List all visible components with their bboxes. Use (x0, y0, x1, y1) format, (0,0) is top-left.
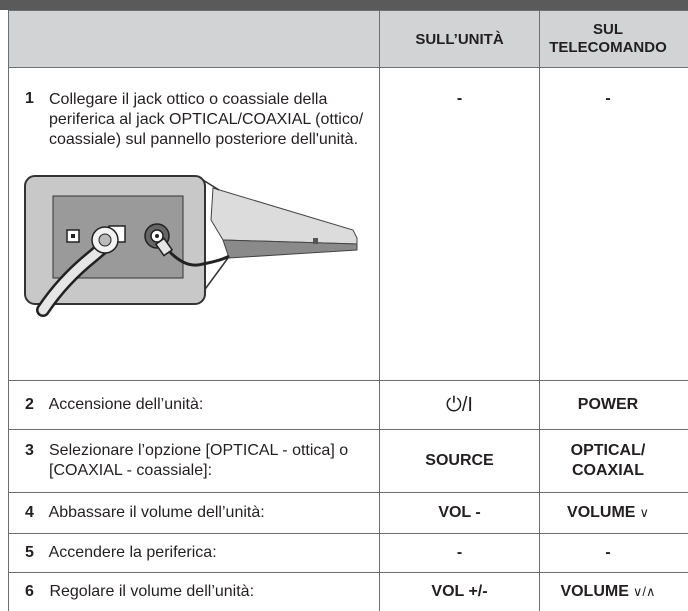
step-number: 1 (25, 90, 49, 150)
table-row: 5 Accendere la periferica: - - (9, 534, 688, 573)
volume-down-icon: ∨ (639, 505, 649, 520)
step-cell: 4 Abbassare il volume dell’unità: (9, 493, 380, 534)
table-row: 3 Selezionare l’opzione [OPTICAL - ottic… (9, 430, 688, 493)
remote-cell: - (540, 534, 688, 573)
step-number: 4 (25, 504, 45, 522)
step-cell: 5 Accendere la periferica: (9, 534, 380, 573)
step-number: 6 (25, 583, 45, 601)
top-bar (0, 0, 688, 10)
step-cell: 2 Accensione dell’unità: (9, 381, 380, 430)
remote-label: VOLUME (560, 583, 628, 600)
remote-label: VOLUME (567, 504, 635, 521)
step-text: Abbassare il volume dell’unità: (49, 504, 265, 521)
step-text: Collegare il jack ottico o coassiale del… (49, 90, 373, 150)
instructions-table: SULL’UNITÀ SUL TELECOMANDO 1 Collegare i… (8, 10, 688, 611)
remote-cell: VOLUME ∨/∧ (540, 573, 688, 611)
remote-cell: VOLUME ∨ (540, 493, 688, 534)
table-row: 6 Regolare il volume dell’unità: VOL +/-… (9, 573, 688, 611)
power-symbol: ⏻/I (446, 394, 473, 416)
step-cell: 3 Selezionare l’opzione [OPTICAL - ottic… (9, 430, 380, 493)
table-header-row: SULL’UNITÀ SUL TELECOMANDO (9, 11, 688, 68)
unit-cell: - (380, 68, 540, 381)
unit-cell: ⏻/I (380, 381, 540, 430)
step-cell: 1 Collegare il jack ottico o coassiale d… (9, 68, 380, 381)
step-text: Regolare il volume dell’unità: (49, 583, 254, 600)
unit-cell: - (380, 534, 540, 573)
step-number: 5 (25, 544, 45, 562)
optical-coaxial-connection-illustration (23, 160, 373, 325)
header-remote: SUL TELECOMANDO (540, 11, 688, 68)
table-row: 2 Accensione dell’unità: ⏻/I POWER (9, 381, 688, 430)
header-unit: SULL’UNITÀ (380, 11, 540, 68)
table-row: 4 Abbassare il volume dell’unità: VOL - … (9, 493, 688, 534)
step-number: 2 (25, 396, 45, 414)
step-text: Accendere la periferica: (49, 544, 217, 561)
unit-cell: SOURCE (380, 430, 540, 493)
remote-cell: OPTICAL/ COAXIAL (540, 430, 688, 493)
table-row: 1 Collegare il jack ottico o coassiale d… (9, 68, 688, 381)
unit-cell: VOL +/- (380, 573, 540, 611)
volume-up-down-icon: ∨/∧ (633, 584, 656, 599)
remote-cell: POWER (540, 381, 688, 430)
step-text: Selezionare l’opzione [OPTICAL - ottica]… (49, 441, 349, 481)
remote-cell: - (540, 68, 688, 381)
step-text: Accensione dell’unità: (49, 396, 204, 413)
unit-cell: VOL - (380, 493, 540, 534)
step-number: 3 (25, 441, 49, 481)
step-cell: 6 Regolare il volume dell’unità: (9, 573, 380, 611)
header-empty-cell (9, 11, 380, 68)
